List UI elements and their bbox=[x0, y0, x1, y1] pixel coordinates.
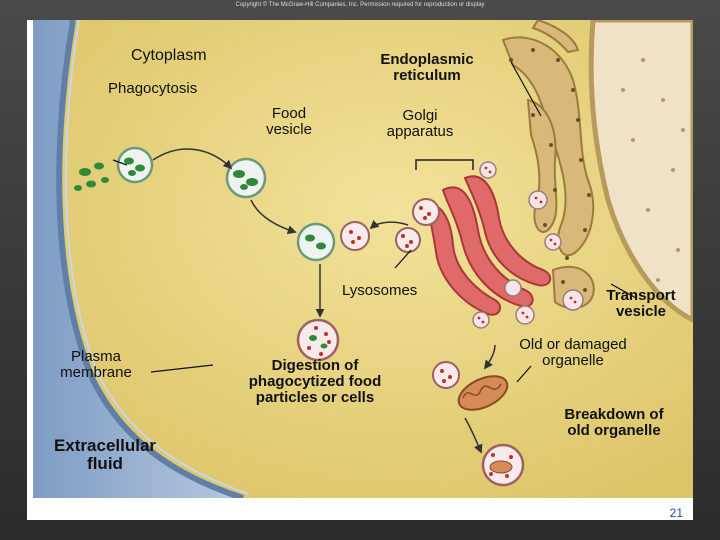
golgi-bracket bbox=[415, 159, 474, 170]
lysosome-diagram bbox=[33, 20, 693, 498]
plasma-membrane-line bbox=[56, 20, 244, 498]
label-phagocytosis: Phagocytosis bbox=[108, 80, 198, 97]
label-cytoplasm: Cytoplasm bbox=[131, 47, 207, 64]
slide: Cytoplasm Phagocytosis Endoplasmic retic… bbox=[27, 20, 693, 520]
breakdown-vesicle bbox=[481, 443, 525, 487]
golgi-apparatus bbox=[423, 175, 552, 316]
label-extracellular-fluid: Extracellular fluid bbox=[53, 436, 157, 473]
endoplasmic-reticulum bbox=[501, 20, 595, 310]
nucleus bbox=[588, 20, 693, 323]
copyright-notice: Copyright © The McGraw-Hill Companies, I… bbox=[235, 2, 485, 8]
label-transport-vesicle: Transport vesicle bbox=[606, 287, 676, 320]
lysosome-set bbox=[395, 198, 440, 253]
label-breakdown: Breakdown of old organelle bbox=[564, 406, 664, 439]
label-lysosomes: Lysosomes bbox=[342, 282, 418, 299]
transport-vesicles bbox=[472, 161, 584, 329]
label-old-damaged-organelle: Old or damaged organelle bbox=[519, 336, 627, 369]
pathway-arrows bbox=[152, 148, 496, 454]
label-endoplasmic-reticulum: Endoplasmic reticulum bbox=[380, 51, 474, 84]
digestion-vesicle bbox=[296, 318, 340, 362]
damaged-organelle bbox=[432, 361, 509, 411]
slide-number: 21 bbox=[669, 506, 683, 520]
label-food-vesicle: Food vesicle bbox=[266, 105, 312, 138]
fusing-vesicles bbox=[296, 221, 370, 262]
cytoplasm-region bbox=[33, 20, 693, 498]
label-golgi-apparatus: Golgi apparatus bbox=[386, 107, 454, 140]
food-vesicle bbox=[225, 157, 267, 199]
leader-lines bbox=[112, 61, 637, 383]
phagocytosis-vesicle bbox=[116, 146, 154, 184]
extracellular-fluid-region bbox=[33, 20, 243, 498]
label-plasma-membrane: Plasma membrane bbox=[60, 348, 132, 381]
label-digestion: Digestion of phagocytized food particles… bbox=[248, 357, 382, 406]
food-particles bbox=[74, 162, 109, 191]
